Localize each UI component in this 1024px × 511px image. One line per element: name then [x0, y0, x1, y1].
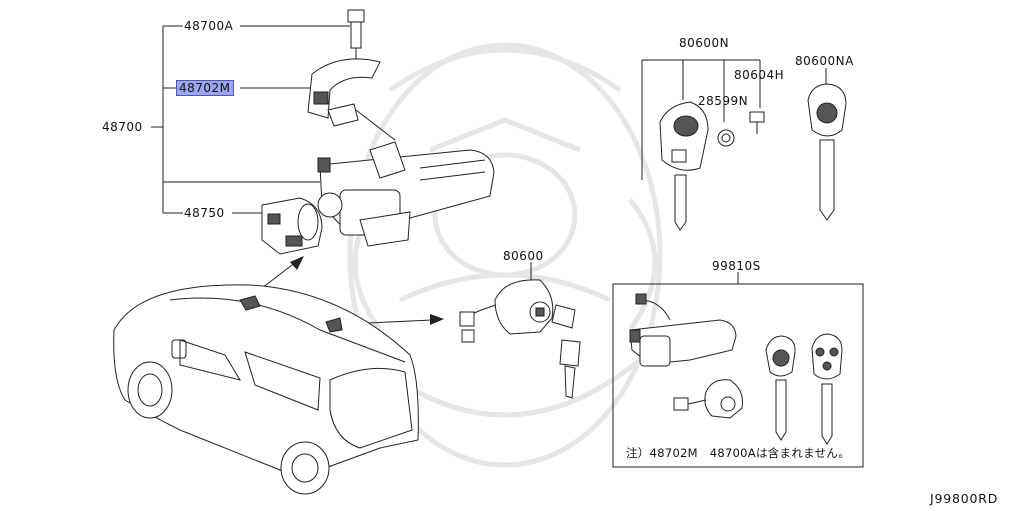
watermark-emblem	[347, 42, 663, 468]
label-80600[interactable]: 80600	[503, 249, 544, 263]
part-48750-cylinder	[261, 197, 323, 255]
kit-note: 注）48702M 48700Aは含まれません。	[626, 446, 851, 460]
part-48700-lock-body	[317, 141, 495, 247]
label-48702M[interactable]: 48702M	[176, 80, 234, 96]
part-80600N-set	[641, 59, 765, 231]
group-bracket	[151, 25, 350, 214]
label-80600NA[interactable]: 80600NA	[795, 54, 854, 68]
label-48750[interactable]: 48750	[184, 206, 225, 220]
vehicle-outline	[113, 284, 419, 495]
label-48700[interactable]: 48700	[102, 120, 143, 134]
label-48700A[interactable]: 48700A	[184, 19, 234, 33]
part-48702M-cover	[307, 58, 396, 141]
label-99810S[interactable]: 99810S	[712, 259, 761, 273]
label-80600N[interactable]: 80600N	[679, 36, 730, 50]
part-80600-door-cylinder	[459, 262, 581, 399]
part-80600NA-key	[807, 68, 847, 221]
diagram-reference: J99800RD	[930, 491, 999, 506]
label-80604H[interactable]: 80604H	[734, 68, 785, 82]
part-99810S-kit	[612, 272, 864, 468]
label-28599N[interactable]: 28599N	[698, 94, 749, 108]
